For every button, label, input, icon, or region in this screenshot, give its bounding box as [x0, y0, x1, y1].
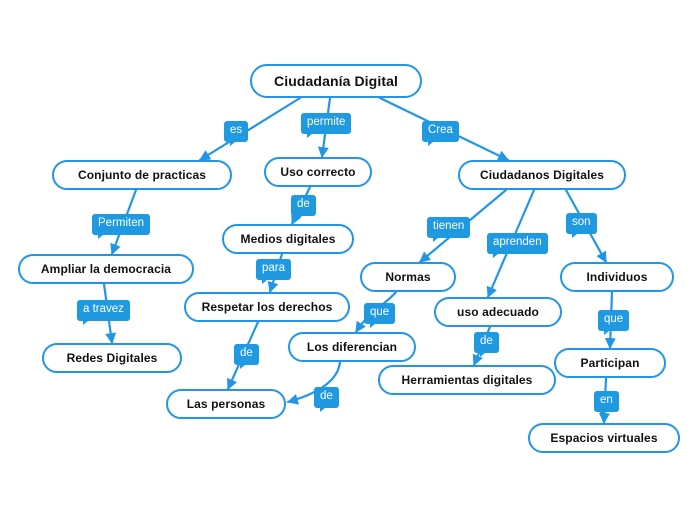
edge-e1	[198, 96, 302, 162]
edge-label-e16[interactable]: en	[594, 391, 619, 415]
node-uso-adecuado[interactable]: uso adecuado	[434, 297, 562, 327]
node-las-personas[interactable]: Las personas	[166, 389, 286, 419]
edge-label-e11[interactable]: son	[566, 213, 597, 237]
node-ampliar-la-democracia[interactable]: Ampliar la democracia	[18, 254, 194, 284]
edge-e13	[286, 360, 342, 405]
edge-label-e13[interactable]: de	[314, 387, 339, 411]
edge-label-e6[interactable]: de	[291, 195, 316, 219]
node-participan[interactable]: Participan	[554, 348, 666, 378]
edge-label-e10[interactable]: aprenden	[487, 233, 548, 257]
node-ciudadanos-digitales[interactable]: Ciudadanos Digitales	[458, 160, 626, 190]
node-espacios-virtuales[interactable]: Espacios virtuales	[528, 423, 680, 453]
node-conjunto-de-practicas[interactable]: Conjunto de practicas	[52, 160, 232, 190]
edge-label-e15[interactable]: que	[598, 310, 630, 334]
node-uso-correcto[interactable]: Uso correcto	[264, 157, 372, 187]
edge-label-e2[interactable]: permite	[301, 113, 352, 137]
node-individuos[interactable]: Individuos	[560, 262, 674, 292]
node-respetar-los-derechos[interactable]: Respetar los derechos	[184, 292, 350, 322]
edge-label-e8[interactable]: de	[234, 344, 259, 368]
node-normas[interactable]: Normas	[360, 262, 456, 292]
edge-label-e9[interactable]: tienen	[427, 217, 471, 241]
node-los-diferencian[interactable]: Los diferencian	[288, 332, 416, 362]
edge-label-e5[interactable]: a travez	[77, 300, 130, 324]
node-redes-digitales[interactable]: Redes Digitales	[42, 343, 182, 373]
edge-label-e14[interactable]: de	[474, 332, 499, 356]
edge-label-e7[interactable]: para	[256, 259, 292, 283]
node-ciudadania-digital[interactable]: Ciudadanía Digital	[250, 64, 422, 98]
edge-label-e1[interactable]: es	[224, 121, 249, 145]
edge-label-e3[interactable]: Crea	[422, 121, 459, 145]
node-medios-digitales[interactable]: Medios digitales	[222, 224, 354, 254]
node-herramientas-digitales[interactable]: Herramientas digitales	[378, 365, 556, 395]
edge-label-e12[interactable]: que	[364, 303, 396, 327]
edge-label-e4[interactable]: Permiten	[92, 214, 151, 238]
